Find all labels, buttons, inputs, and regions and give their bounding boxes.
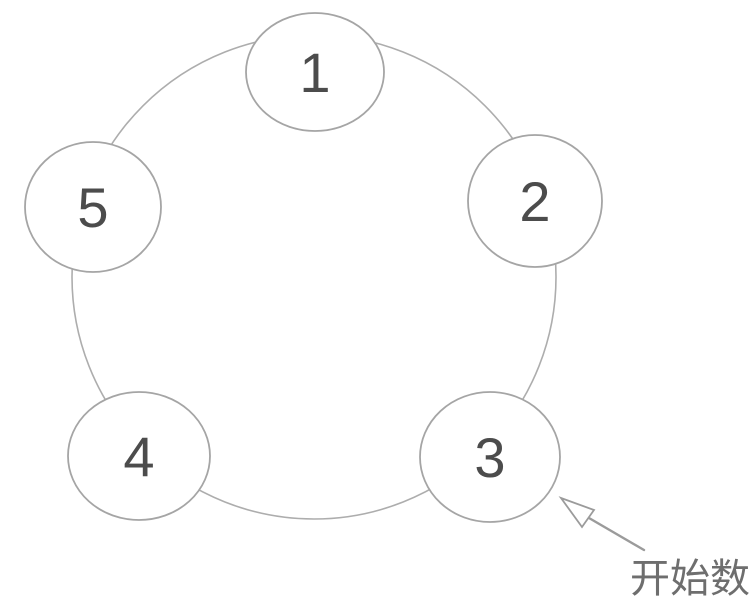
start-arrow [558,496,646,552]
node-4-circle [67,391,211,521]
node-5-label: 5 [77,176,108,239]
node-4-label: 4 [123,425,154,488]
arrow-shaft [587,516,646,552]
start-annotation-label: 开始数 [630,557,750,601]
node-5: 5 [24,141,162,273]
arrow-head-icon [558,496,596,529]
node-1: 1 [245,12,385,132]
node-3-circle [419,391,561,523]
node-1-label: 1 [299,41,330,104]
node-3: 3 [419,391,561,523]
node-2: 2 [467,134,603,268]
node-2-circle [467,134,603,268]
node-1-circle [245,12,385,132]
node-5-circle [24,141,162,273]
node-3-label: 3 [474,426,505,489]
node-2-label: 2 [519,170,550,233]
node-4: 4 [67,391,211,521]
